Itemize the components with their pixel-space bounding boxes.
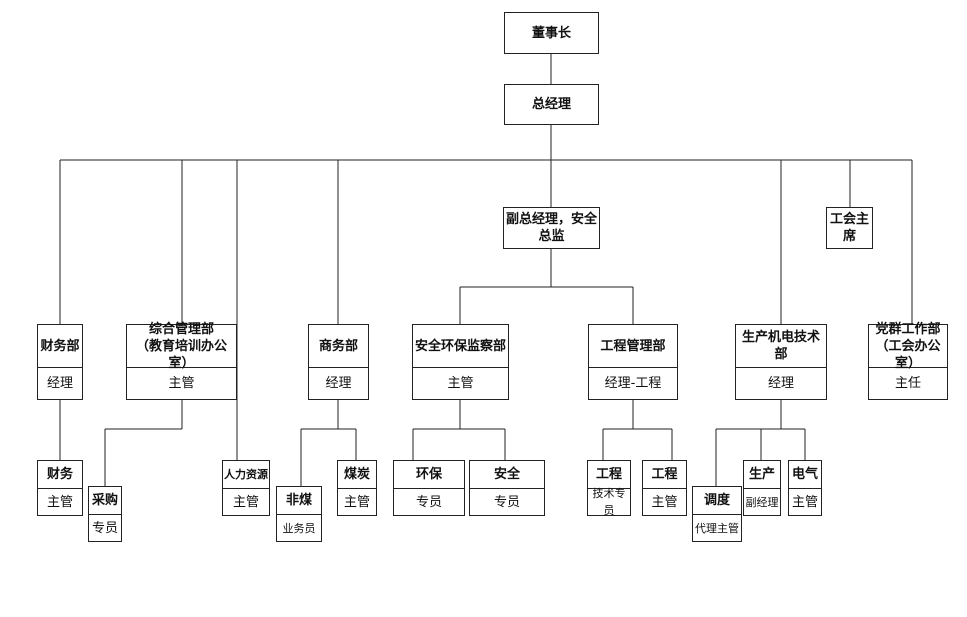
dept-name-line1: 综合管理部 — [148, 321, 214, 337]
unit-role: 主管 — [343, 494, 370, 510]
dept-name: 工程管理部 — [589, 325, 677, 368]
dept-head: 主任 — [894, 376, 921, 391]
unit-name: 采购 — [89, 487, 121, 515]
safety-box: 安全 专员 — [469, 460, 545, 516]
unit-role: 业务员 — [282, 521, 316, 535]
procurement-box: 采购 专员 — [88, 486, 122, 542]
general-admin-dept-box: 综合管理部 （教育培训办公室） 主管 — [126, 322, 237, 400]
unit-name: 安全 — [470, 461, 544, 489]
unit-name: 人力资源 — [223, 461, 269, 489]
unit-name: 电气 — [789, 461, 821, 489]
env-box: 环保 专员 — [393, 460, 465, 516]
unit-role: 专员 — [493, 494, 520, 510]
dept-name: 生产机电技术部 — [736, 325, 826, 368]
unit-role: 主管 — [232, 494, 259, 510]
dept-name-line1: 党群工作部 — [875, 321, 941, 337]
unit-name: 工程 — [643, 461, 686, 489]
nonmine-box: 非煤 业务员 — [276, 486, 322, 542]
prod-box: 生产 副经理 — [743, 460, 781, 516]
unit-name: 生产 — [744, 461, 780, 489]
dept-name-line2: （工会办公室） — [875, 338, 941, 371]
business-dept-box: 商务部 经理 — [308, 324, 369, 400]
dept-name: 党群工作部 （工会办公室） — [869, 322, 947, 371]
dispatch-box: 调度 代理主管 — [692, 486, 742, 542]
dept-head: 经理 — [325, 376, 352, 391]
dept-head: 经理-工程 — [604, 376, 662, 391]
finance-dept-box: 财务部 经理 — [37, 324, 83, 400]
unit-name: 非煤 — [277, 487, 321, 515]
unit-role: 技术专员 — [592, 487, 626, 517]
unit-role: 专员 — [91, 520, 118, 536]
finance-main-box: 财务 主管 — [37, 460, 83, 516]
unit-role: 主管 — [651, 494, 678, 510]
hr-box: 人力资源 主管 — [222, 460, 270, 516]
dept-head: 经理 — [46, 376, 73, 391]
unit-name: 调度 — [693, 487, 741, 515]
deputy-gm-box: 副总经理，安全总监 — [503, 207, 600, 249]
eng-main-box: 工程 主管 — [642, 460, 687, 516]
dept-name: 财务部 — [38, 325, 82, 368]
unit-role: 专员 — [415, 494, 442, 510]
party-dept-box: 党群工作部 （工会办公室） 主任 — [868, 322, 948, 400]
general-manager-box: 总经理 — [504, 84, 599, 125]
dept-head: 主管 — [447, 376, 474, 391]
dept-name-line2: （教育培训办公室） — [135, 338, 227, 371]
eng-tech-box: 工程 技术专员 — [587, 460, 631, 517]
dept-head: 主管 — [168, 376, 195, 391]
unit-name: 工程 — [588, 461, 630, 489]
dept-name: 商务部 — [309, 325, 368, 368]
safety-env-dept-box: 安全环保监察部 主管 — [412, 324, 509, 400]
unit-role: 主管 — [791, 494, 818, 510]
unit-name: 环保 — [394, 461, 464, 489]
dept-head: 经理 — [767, 376, 794, 391]
engineering-dept-box: 工程管理部 经理-工程 — [588, 324, 678, 400]
unit-name: 财务 — [38, 461, 82, 489]
dept-name: 安全环保监察部 — [413, 325, 508, 368]
unit-role: 代理主管 — [695, 521, 739, 535]
dept-name: 综合管理部 （教育培训办公室） — [127, 322, 236, 371]
unit-role: 副经理 — [745, 495, 779, 509]
unit-role: 主管 — [46, 494, 73, 510]
production-dept-box: 生产机电技术部 经理 — [735, 324, 827, 400]
chairman-box: 董事长 — [504, 12, 599, 54]
union-chair-box: 工会主席 — [826, 207, 873, 249]
electric-box: 电气 主管 — [788, 460, 822, 516]
unit-name: 煤炭 — [338, 461, 376, 489]
coal-sales-box: 煤炭 主管 — [337, 460, 377, 516]
